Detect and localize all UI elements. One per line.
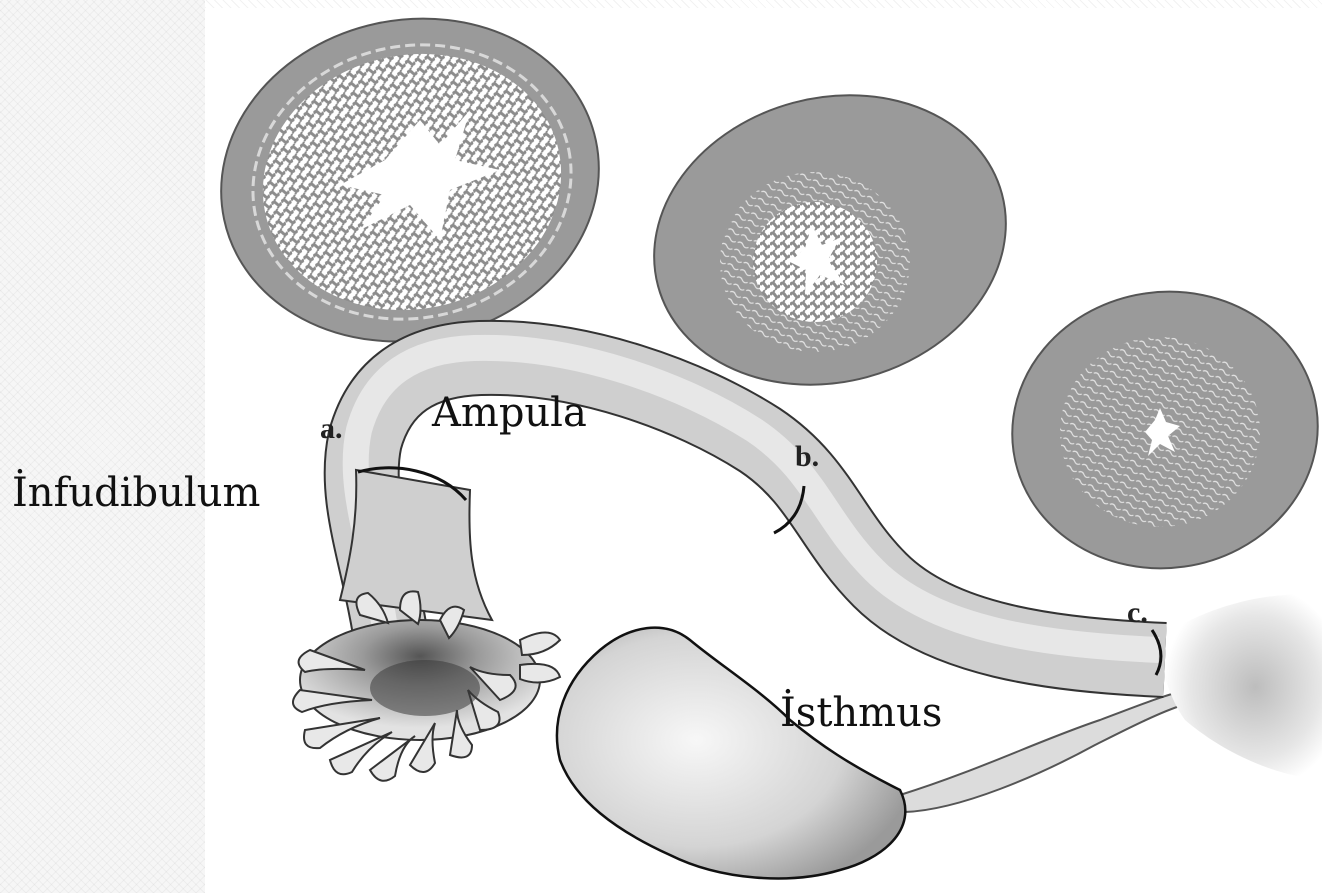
uterus-edge (1155, 594, 1322, 780)
cross-section-ampulla (191, 0, 629, 376)
label-ampulla: Ampula (432, 390, 587, 436)
marker-a: a. (320, 412, 343, 446)
label-infundibulum: İnfudibulum (12, 470, 260, 516)
marker-b: b. (795, 440, 819, 474)
marker-c: c. (1127, 596, 1148, 630)
label-isthmus: İsthmus (780, 690, 942, 736)
ovary (557, 628, 905, 879)
ovarian-ligament (900, 692, 1183, 812)
fimbriae (293, 591, 560, 780)
cross-section-isthmus (994, 272, 1322, 588)
